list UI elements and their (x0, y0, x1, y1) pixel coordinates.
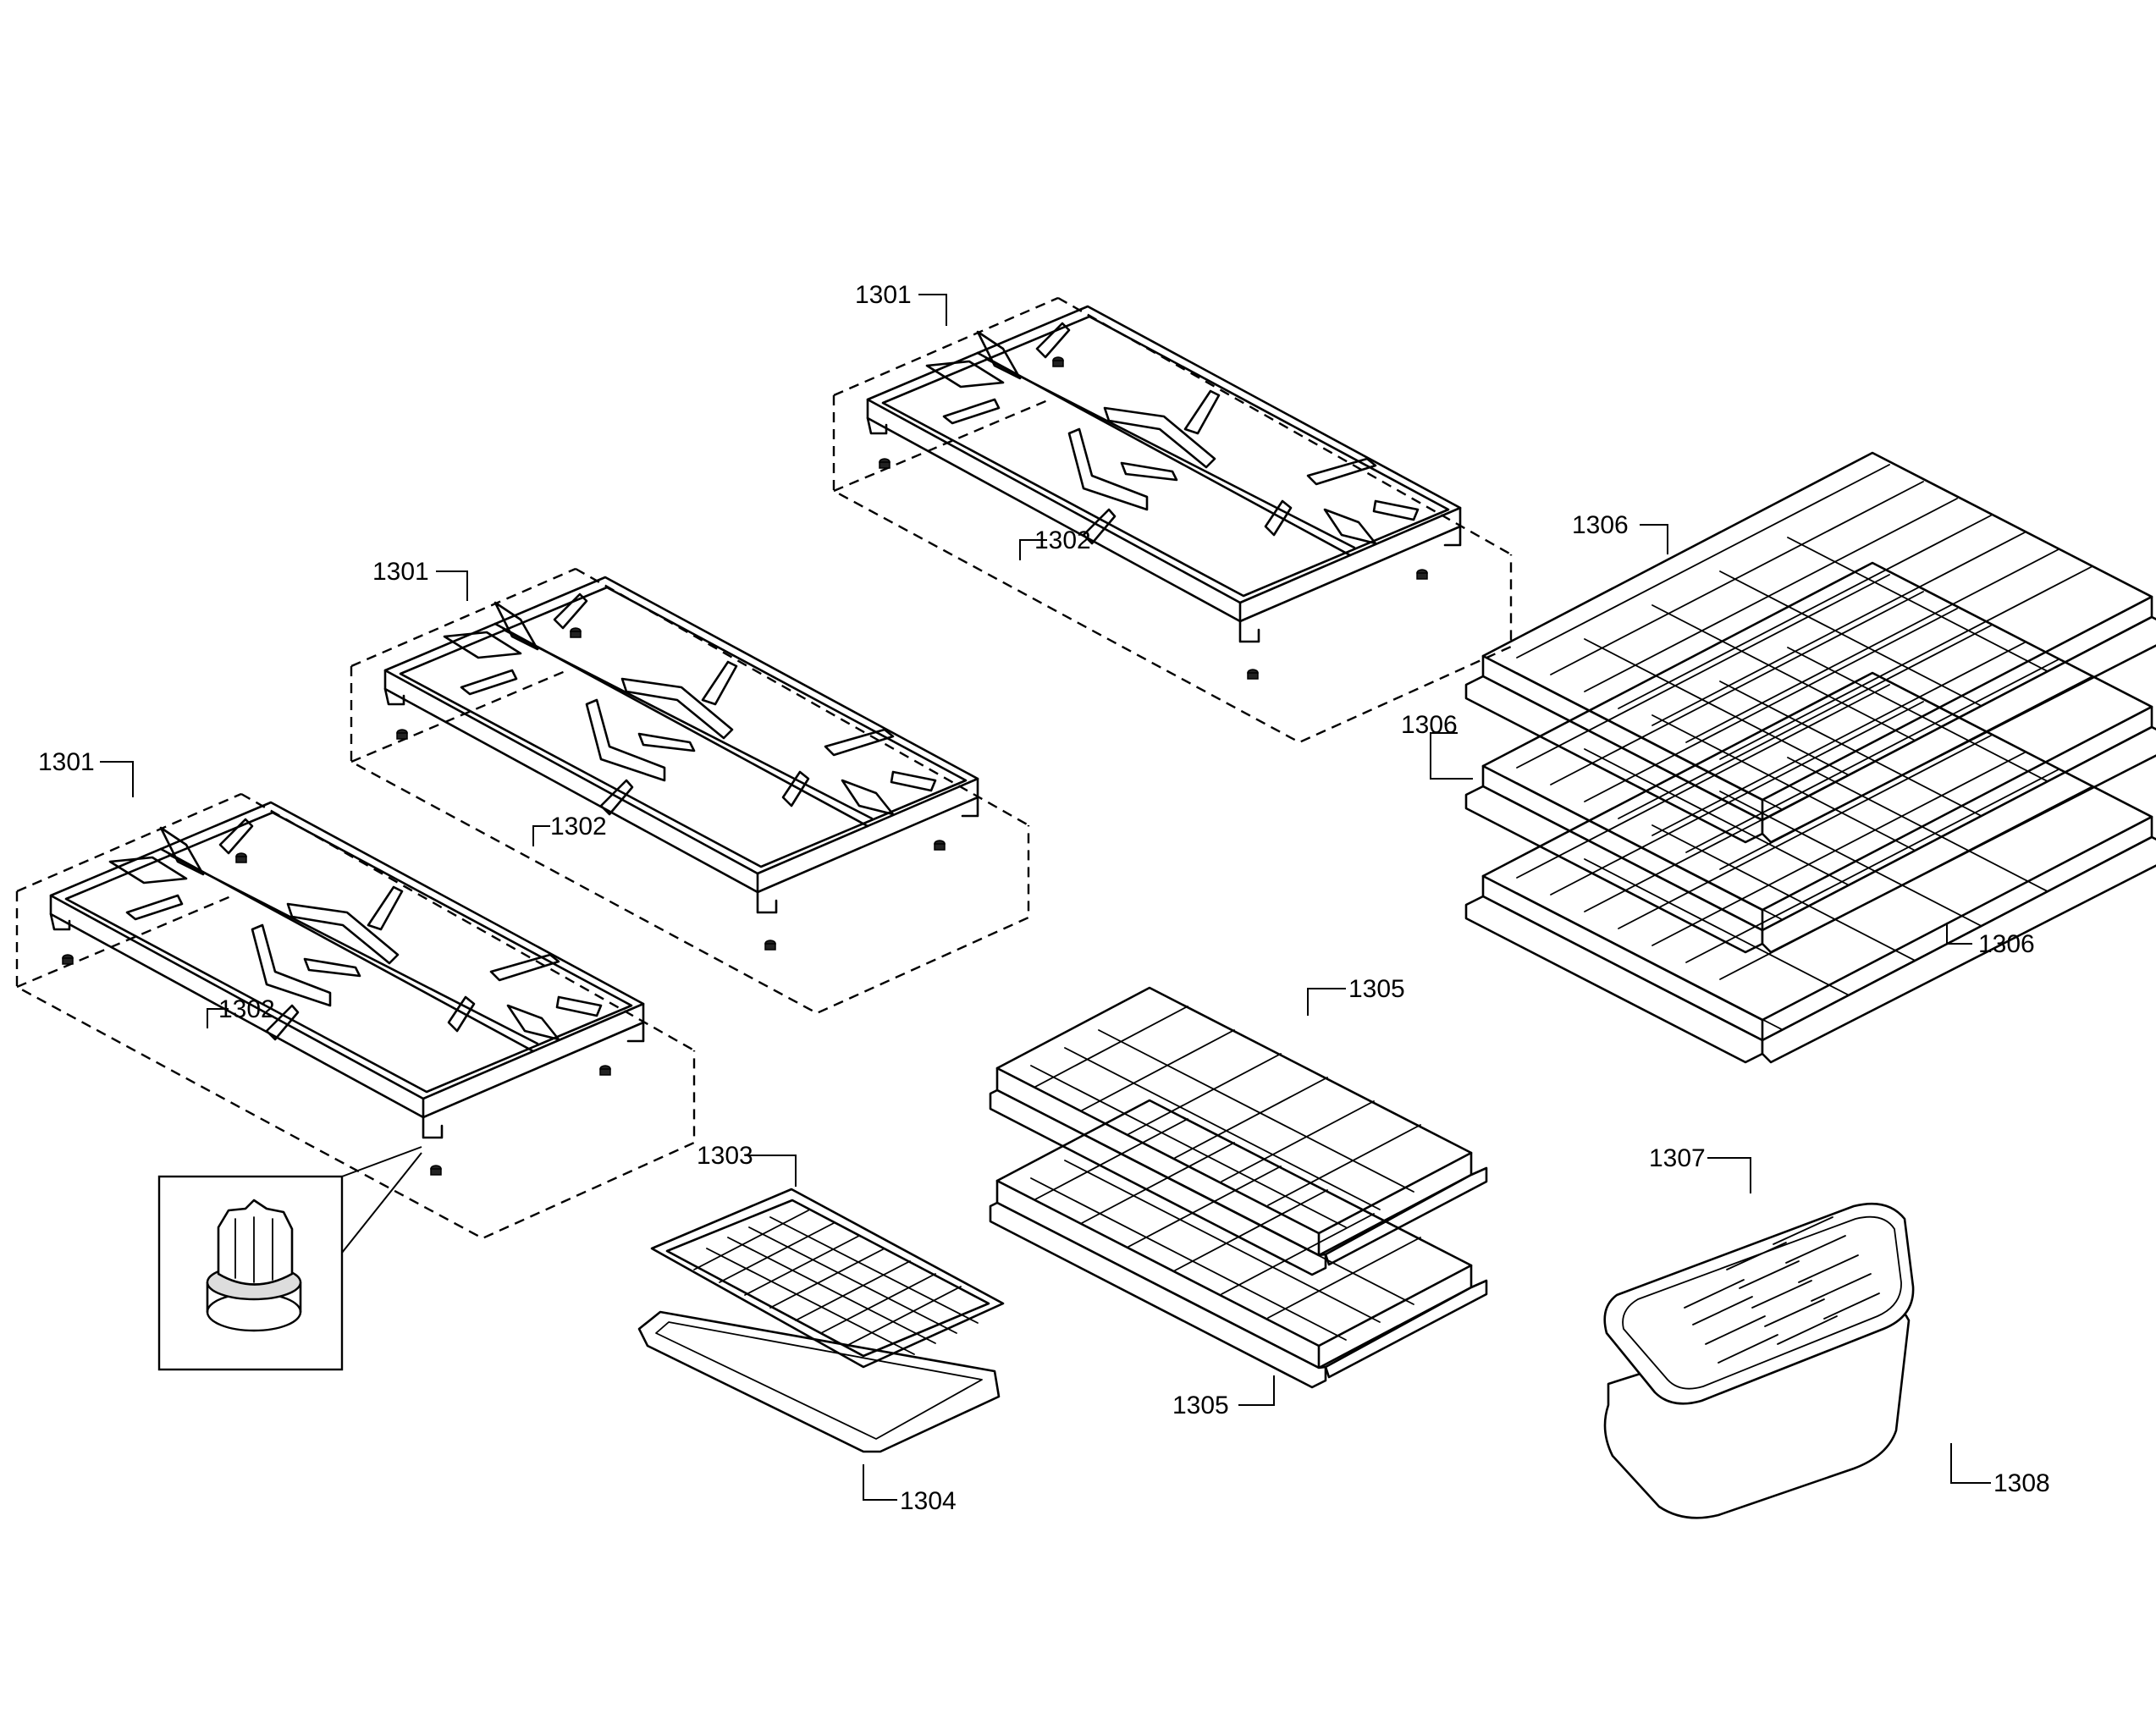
broil-tray-small (637, 1310, 1001, 1453)
grate-assembly-c (832, 296, 1513, 744)
grate-assembly-b (350, 567, 1030, 1015)
callout-1301-a: 1301 (38, 748, 95, 776)
oven-rack-top (989, 986, 1488, 1276)
callout-1301-b: 1301 (372, 558, 429, 586)
callout-1302-c: 1302 (1034, 526, 1091, 554)
callout-1307: 1307 (1649, 1144, 1706, 1172)
callout-1306-bottom: 1306 (1978, 930, 2035, 958)
bumper-detail-inset (157, 1146, 422, 1371)
callout-1303: 1303 (697, 1142, 753, 1170)
callout-1305-top: 1305 (1348, 975, 1405, 1003)
broil-pan-small (650, 1188, 1005, 1369)
callout-1302-a: 1302 (218, 995, 275, 1023)
callout-1308: 1308 (1993, 1469, 2050, 1497)
callout-1306-top: 1306 (1572, 511, 1629, 539)
callout-1305-bottom: 1305 (1172, 1392, 1229, 1419)
callout-1304: 1304 (900, 1487, 957, 1515)
leader-lines (100, 294, 1991, 1501)
callout-1301-c: 1301 (855, 281, 912, 309)
callout-1302-b: 1302 (550, 813, 607, 840)
broil-pan-large (1603, 1202, 1915, 1405)
callout-1306-mid: 1306 (1401, 711, 1458, 739)
